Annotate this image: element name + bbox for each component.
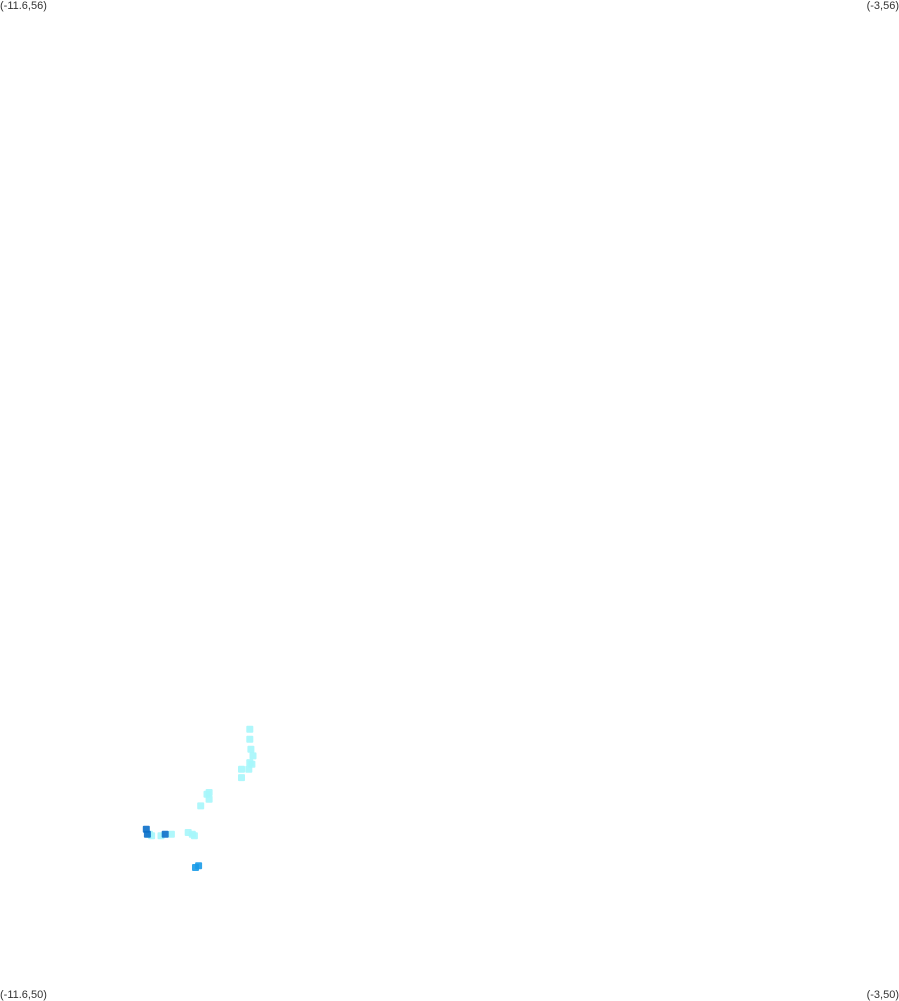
map-point-13[interactable] bbox=[197, 802, 205, 810]
corner-label-top-right: (-3,56) bbox=[866, 0, 899, 12]
corner-label-bottom-left: (-11.6,50) bbox=[0, 989, 47, 1001]
map-point-7[interactable] bbox=[249, 752, 257, 760]
map-point-5[interactable] bbox=[238, 765, 245, 773]
map-point-8[interactable] bbox=[247, 745, 255, 753]
map-point-22[interactable] bbox=[143, 830, 151, 838]
map-point-4[interactable] bbox=[238, 774, 245, 782]
map-point-23[interactable] bbox=[161, 830, 169, 838]
corner-label-top-left: (-11.6,56) bbox=[0, 0, 47, 12]
map-point-20[interactable] bbox=[167, 830, 175, 838]
corner-label-bottom-right: (-3,50) bbox=[866, 989, 899, 1001]
map-point-9[interactable] bbox=[246, 725, 254, 733]
map-point-25[interactable] bbox=[195, 862, 203, 870]
map-point-1[interactable] bbox=[246, 735, 254, 743]
map-point-6[interactable] bbox=[246, 759, 254, 767]
map-point-12[interactable] bbox=[205, 795, 213, 803]
map-point-16[interactable] bbox=[188, 830, 196, 838]
